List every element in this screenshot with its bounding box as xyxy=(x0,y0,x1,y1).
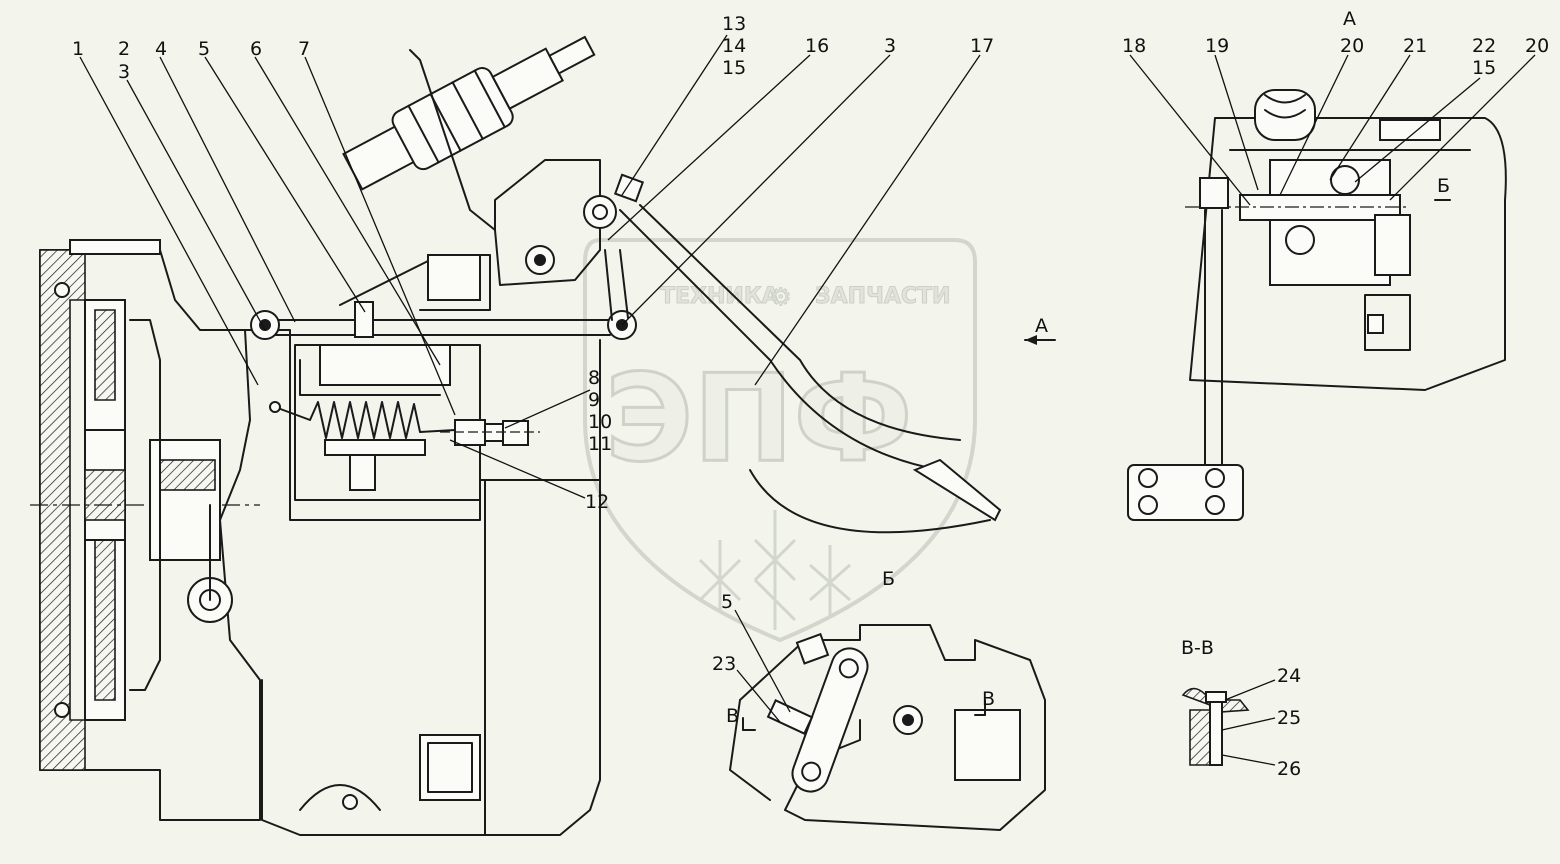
callout-8: 8 xyxy=(588,367,600,389)
callout-24: 24 xyxy=(1277,665,1301,687)
pedal-bolt xyxy=(613,173,645,203)
bearing-race xyxy=(159,459,216,491)
view-a-title: А xyxy=(1343,8,1356,30)
watermark-logo: ЭПФ xyxy=(605,350,913,489)
housing-flange xyxy=(69,239,161,255)
section-mark-left: В xyxy=(726,705,739,727)
callout-17: 17 xyxy=(970,35,994,57)
callout-labels: 1 2 3 4 5 6 7 13 14 15 16 3 17 8 9 10 11… xyxy=(72,13,1549,780)
watermark-wheat-icon xyxy=(698,510,851,630)
section-b-b-title: В-В xyxy=(1181,637,1214,659)
callout-12: 12 xyxy=(585,491,609,513)
gearbox-lug xyxy=(299,784,381,811)
view-b-lever xyxy=(791,647,869,793)
callout-4: 4 xyxy=(155,38,167,60)
pedal-bracket-arm xyxy=(339,254,491,311)
master-cylinder xyxy=(342,35,596,191)
return-spring xyxy=(274,401,456,439)
view-b-arrow-label: Б xyxy=(1437,175,1450,197)
view-a-bracket xyxy=(1269,159,1391,286)
callout-22: 22 xyxy=(1472,35,1496,57)
callout-5: 5 xyxy=(198,38,210,60)
view-b-body xyxy=(739,624,1046,831)
callout-21: 21 xyxy=(1403,35,1427,57)
cylinder-bracket xyxy=(409,49,496,231)
section-b-b-wall xyxy=(1189,709,1211,766)
clutch-pedal-arm-outer xyxy=(619,209,941,471)
main-assembly-view xyxy=(30,35,1056,836)
callout-19: 19 xyxy=(1205,35,1229,57)
callout-6: 6 xyxy=(250,38,262,60)
cover-plate xyxy=(129,319,161,691)
pedal-pad xyxy=(912,458,1002,522)
callout-15: 15 xyxy=(722,57,746,79)
callout-26: 26 xyxy=(1277,758,1301,780)
view-b-title: Б xyxy=(882,568,895,590)
gearbox-body xyxy=(244,329,601,836)
callout-3: 3 xyxy=(118,61,130,83)
hub-splines xyxy=(84,469,126,521)
mount-bolt xyxy=(349,454,376,491)
bracket-top-plate xyxy=(319,344,451,386)
watermark-shield xyxy=(583,238,977,643)
section-b-b xyxy=(1181,687,1250,766)
watermark-gear-icon: ⚙ xyxy=(770,283,792,311)
view-a-boot xyxy=(1254,89,1316,141)
clutch-pedal-arm-inner xyxy=(639,204,961,441)
callout-14: 14 xyxy=(722,35,746,57)
watermark-text-right: ЗАПЧАСТИ xyxy=(815,284,950,309)
bracket-base-plate xyxy=(324,439,426,456)
section-b-b-bolt xyxy=(1209,699,1223,766)
callout-leaders xyxy=(79,34,1536,766)
view-a-body xyxy=(1189,117,1507,391)
callout-23: 23 xyxy=(712,653,736,675)
view-a xyxy=(1127,89,1507,521)
callout-25: 25 xyxy=(1277,707,1301,729)
callout-20b: 20 xyxy=(1525,35,1549,57)
section-mark-right: В xyxy=(982,688,995,710)
callout-10: 10 xyxy=(588,411,612,433)
rod-clamp xyxy=(354,301,374,338)
view-a-arrow-label: А xyxy=(1035,315,1048,337)
view-b-window xyxy=(954,709,1021,781)
callout-11: 11 xyxy=(588,433,612,455)
view-b-bolt xyxy=(766,699,814,735)
callout-20: 20 xyxy=(1340,35,1364,57)
view-a-nut xyxy=(1199,177,1229,209)
pedal-arm-lower xyxy=(749,469,991,534)
callout-1: 1 xyxy=(72,38,84,60)
view-b xyxy=(729,624,1046,831)
callout-5b: 5 xyxy=(721,591,733,613)
watermark-text-left: ТЕХНИКА xyxy=(660,284,779,309)
pedal-mount xyxy=(494,159,601,286)
callout-15b: 15 xyxy=(1472,57,1496,79)
callout-2: 2 xyxy=(118,38,130,60)
housing-section-hatch xyxy=(39,249,86,771)
callout-3b: 3 xyxy=(884,35,896,57)
watermark: ТЕХНИКА ⚙ ЗАПЧАСТИ ЭПФ xyxy=(583,238,977,643)
callout-13: 13 xyxy=(722,13,746,35)
callout-18: 18 xyxy=(1122,35,1146,57)
callout-9: 9 xyxy=(588,389,600,411)
callout-7: 7 xyxy=(298,38,310,60)
view-labels: А А Б Б В-В В В xyxy=(726,8,1450,727)
callout-16: 16 xyxy=(805,35,829,57)
gearbox-window xyxy=(419,734,481,801)
